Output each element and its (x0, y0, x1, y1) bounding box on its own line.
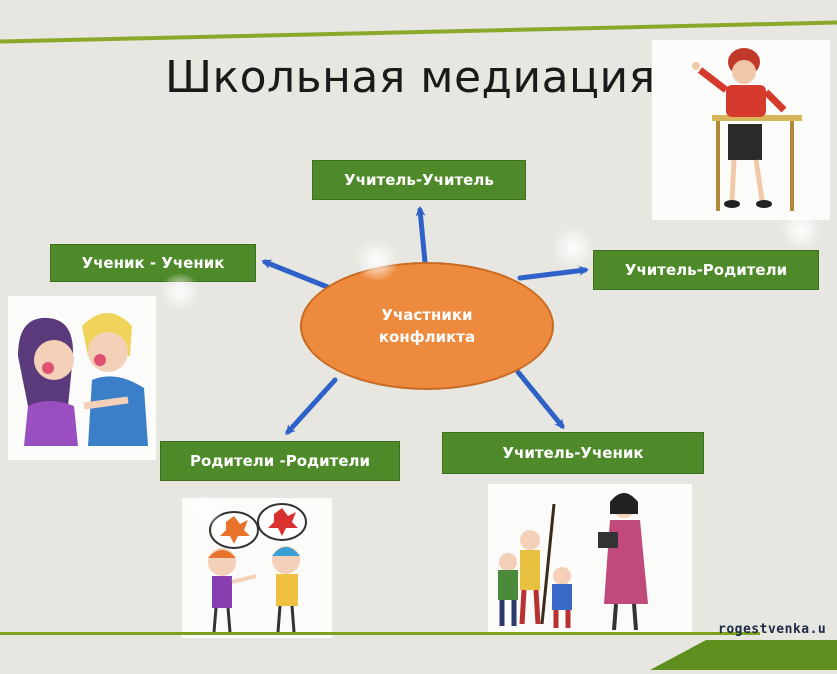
arrow-up (415, 206, 428, 265)
arrow-right (517, 265, 589, 281)
slide-title: Школьная медиация (165, 52, 656, 103)
arrow-downright (515, 369, 565, 430)
arrow-upleft (261, 259, 338, 293)
teacher-at-desk-illustration (652, 40, 830, 220)
watermark: rogestvenka.u (718, 622, 827, 637)
glare (776, 212, 826, 248)
center-line-1: Участники (381, 306, 473, 324)
bottom-accent-line (0, 632, 760, 635)
glare (184, 494, 224, 528)
center-line-2: конфликта (378, 328, 476, 346)
glare (158, 274, 202, 310)
glare (352, 240, 402, 280)
node-teacher-student: Учитель-Ученик (442, 432, 704, 474)
glare (548, 228, 598, 268)
children-arguing-illustration (8, 296, 156, 460)
teacher-with-students-illustration (488, 484, 692, 632)
arrow-downleft (285, 377, 338, 435)
node-teacher-parents: Учитель-Родители (593, 250, 819, 290)
center-node: Участники конфликта (300, 262, 554, 390)
node-student-student: Ученик - Ученик (50, 244, 256, 282)
node-teacher-teacher: Учитель-Учитель (312, 160, 526, 200)
node-parents-parents: Родители -Родители (160, 441, 400, 481)
